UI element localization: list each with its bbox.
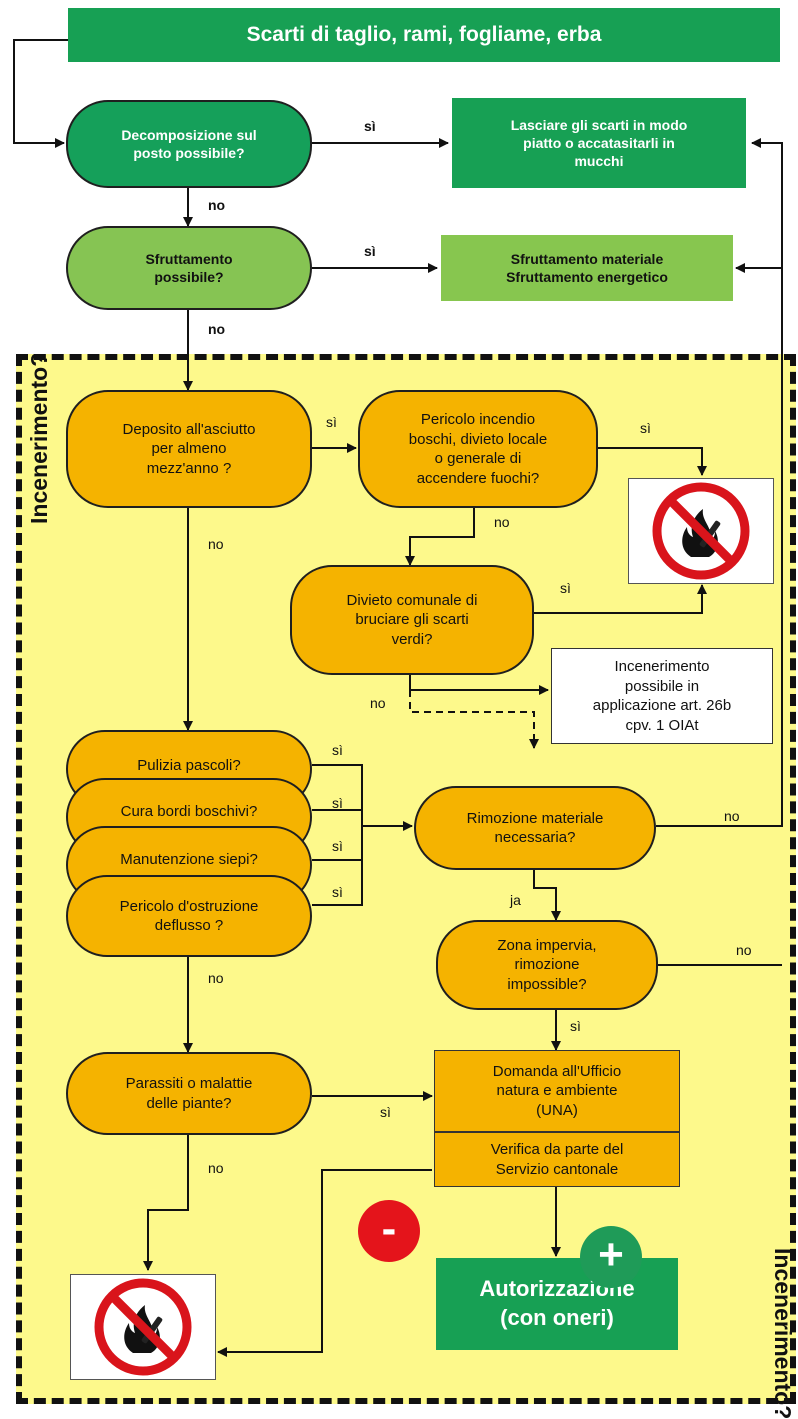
edge-label-no: no xyxy=(208,536,224,552)
node-pulizia-text: Pulizia pascoli? xyxy=(137,757,241,774)
node-lasciare-text: Lasciare gli scarti in modo piatto o acc… xyxy=(510,116,688,170)
node-incenerimento-possibile-text: Incenerimento possibile in applicazione … xyxy=(592,658,732,734)
edge-label-no: no xyxy=(208,1160,224,1176)
node-ostruzione: Pericolo d'ostruzione deflusso ? xyxy=(66,875,312,957)
edge-label-si: sì xyxy=(640,420,651,436)
node-divieto-comunale-text: Divieto comunale di bruciare gli scarti … xyxy=(346,591,478,648)
node-sfruttamento: Sfruttamento possibile? xyxy=(66,226,312,310)
edge-label-no: no xyxy=(370,695,386,711)
edge-label-no: no xyxy=(494,514,510,530)
node-parassiti: Parassiti o malattie delle piante? xyxy=(66,1052,312,1135)
node-zona: Zona impervia, rimozione impossible? xyxy=(436,920,658,1010)
edge-label-no: no xyxy=(736,942,752,958)
edge-label-no: no xyxy=(208,321,226,337)
edge-label-si: sì xyxy=(332,838,343,854)
node-manutenzione-text: Manutenzione siepi? xyxy=(120,851,258,868)
node-lasciare: Lasciare gli scarti in modo piatto o acc… xyxy=(452,98,746,188)
node-domanda: Domanda all'Ufficio natura e ambiente (U… xyxy=(434,1050,680,1132)
edge-label-no: no xyxy=(724,808,740,824)
node-pericolo-incendio: Pericolo incendio boschi, divieto locale… xyxy=(358,390,598,508)
no-fire-sign-top xyxy=(628,478,774,584)
node-rimozione: Rimozione materiale necessaria? xyxy=(414,786,656,870)
no-fire-sign-bottom xyxy=(70,1274,216,1380)
node-parassiti-text: Parassiti o malattie delle piante? xyxy=(125,1075,253,1112)
edge-label-si: sì xyxy=(570,1018,581,1034)
node-pericolo-incendio-text: Pericolo incendio boschi, divieto locale… xyxy=(408,411,548,487)
edge-label-ja: ja xyxy=(510,892,521,908)
edge-label-si: sì xyxy=(380,1104,391,1120)
node-autorizzazione: Autorizzazione (con oneri) xyxy=(436,1258,678,1350)
node-cura-text: Cura bordi boschivi? xyxy=(120,803,258,820)
node-sfruttamento-text: Sfruttamento possibile? xyxy=(145,250,233,285)
no-fire-sign-icon xyxy=(652,482,750,580)
node-rimozione-text: Rimozione materiale necessaria? xyxy=(466,809,604,847)
node-sfruttamento-box: Sfruttamento materiale Sfruttamento ener… xyxy=(441,235,733,301)
minus-badge: - xyxy=(358,1200,420,1262)
edge-label-no: no xyxy=(208,197,226,213)
plus-badge: + xyxy=(580,1226,642,1288)
node-decomposizione: Decomposizione sul posto possibile? xyxy=(66,100,312,188)
node-deposito-text: Deposito all'asciutto per almeno mezz'an… xyxy=(122,420,256,477)
edge-label-no: no xyxy=(208,970,224,986)
node-sfruttamento-box-text: Sfruttamento materiale Sfruttamento ener… xyxy=(506,250,668,285)
flowchart-title: Scarti di taglio, rami, fogliame, erba xyxy=(246,23,602,47)
title-box: Scarti di taglio, rami, fogliame, erba xyxy=(68,8,780,62)
edge-label-si: sì xyxy=(332,884,343,900)
zone-label-right: Incenerimento? xyxy=(770,1248,796,1419)
node-decomposizione-text: Decomposizione sul posto possibile? xyxy=(121,126,257,161)
edge-label-si: sì xyxy=(364,118,376,134)
no-fire-sign-icon xyxy=(94,1278,192,1376)
edge-label-si: sì xyxy=(364,243,376,259)
edge-label-si: sì xyxy=(332,742,343,758)
node-incenerimento-possibile: Incenerimento possibile in applicazione … xyxy=(551,648,773,744)
edge-label-si: sì xyxy=(560,580,571,596)
node-zona-text: Zona impervia, rimozione impossible? xyxy=(497,936,597,993)
node-divieto-comunale: Divieto comunale di bruciare gli scarti … xyxy=(290,565,534,675)
edge-label-si: sì xyxy=(326,414,337,430)
node-verifica-text: Verifica da parte del Servizio cantonale xyxy=(490,1141,624,1178)
node-verifica: Verifica da parte del Servizio cantonale xyxy=(434,1132,680,1187)
node-deposito: Deposito all'asciutto per almeno mezz'an… xyxy=(66,390,312,508)
edge-label-si: sì xyxy=(332,795,343,811)
zone-label-left: Incenerimento? xyxy=(26,352,52,524)
node-domanda-text: Domanda all'Ufficio natura e ambiente (U… xyxy=(492,1062,622,1119)
node-ostruzione-text: Pericolo d'ostruzione deflusso ? xyxy=(119,897,259,935)
